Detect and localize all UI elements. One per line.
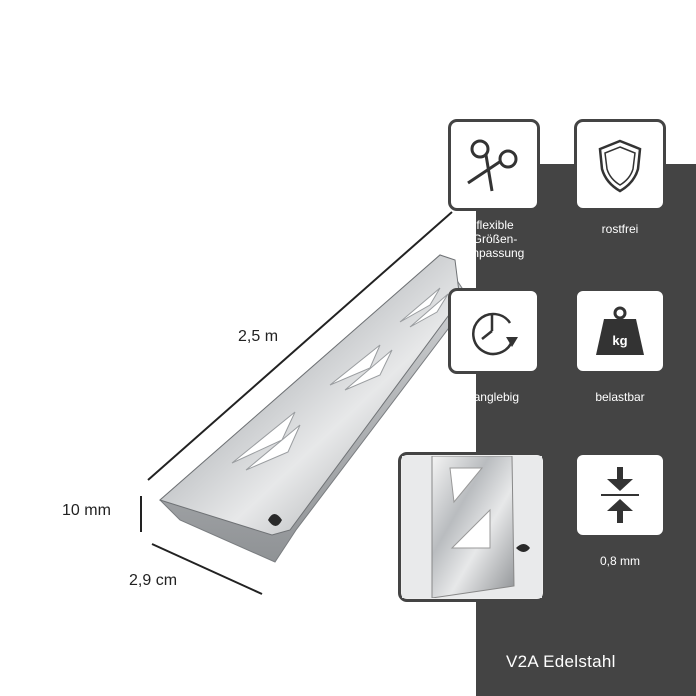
closeup-photo-tile <box>398 452 546 602</box>
width-dimension-line <box>151 543 263 595</box>
feature-label-langlebig: langlebig <box>470 390 520 404</box>
feature-tile-flexible <box>448 119 540 211</box>
hole-3 <box>329 344 381 386</box>
dark-panel <box>476 164 696 696</box>
height-label: 10 mm <box>62 502 111 519</box>
hole-6 <box>409 293 449 328</box>
feature-tile-langlebig <box>448 288 540 374</box>
feature-label-thickness: 0,8 mm <box>599 554 640 568</box>
material-title: V2A Edelstahl <box>506 652 616 671</box>
feature-tile-thickness <box>574 452 666 538</box>
feature-tile-belastbar: kg <box>574 288 666 374</box>
hole-4 <box>344 349 393 391</box>
profile-end <box>268 514 282 526</box>
length-dimension-line <box>147 211 453 481</box>
clock-icon <box>472 312 518 356</box>
hole-2 <box>245 424 301 471</box>
thickness-arrows-icon <box>601 467 639 523</box>
hole-1 <box>231 411 296 464</box>
feature-label-flexible: flexible Größen- anpassung <box>465 218 525 260</box>
width-label: 2,9 cm <box>129 572 178 589</box>
length-label: 2,5 m <box>238 328 279 345</box>
shield-icon <box>598 139 642 193</box>
feature-label-rostfrei: rostfrei <box>601 222 639 236</box>
hole-5 <box>399 287 441 323</box>
closeup-profile-image <box>402 456 542 598</box>
scissors-icon <box>467 139 518 192</box>
feature-tile-rostfrei <box>574 119 666 211</box>
weight-glyph: kg <box>612 333 627 348</box>
weight-icon: kg <box>596 306 644 355</box>
feature-label-belastbar: belastbar <box>595 390 645 404</box>
